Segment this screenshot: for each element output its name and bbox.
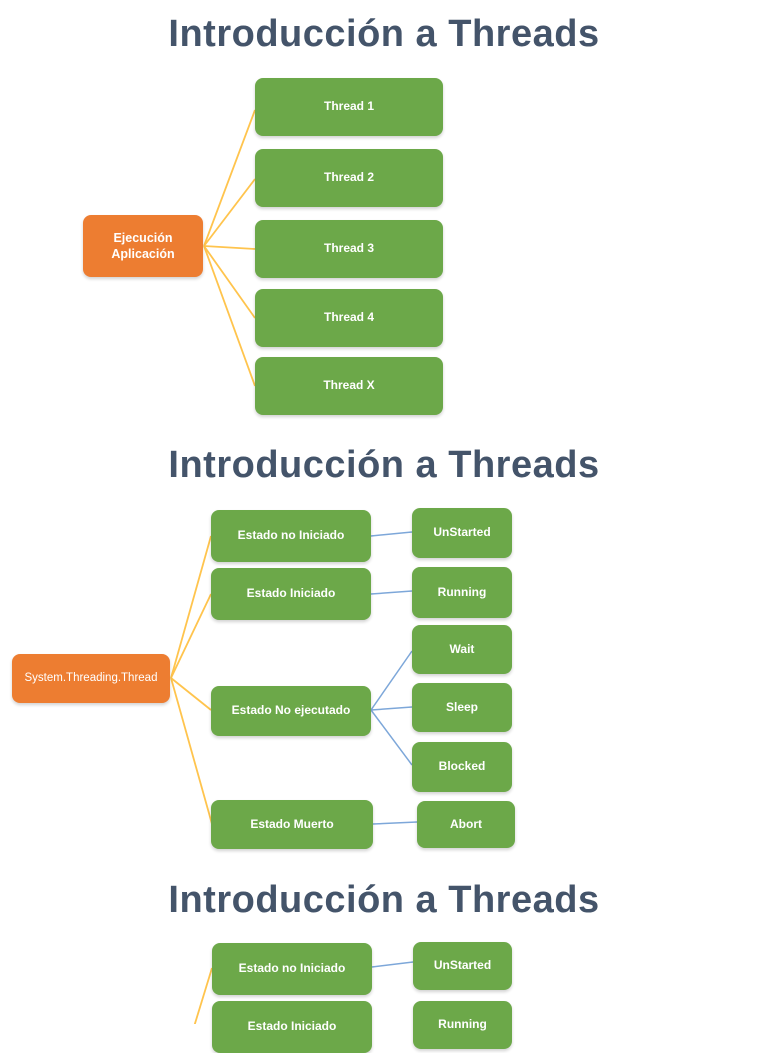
connector-line — [193, 967, 213, 1024]
state-node-label: Estado No ejecutado — [231, 703, 351, 718]
thread-node-label: Thread 2 — [323, 170, 374, 185]
substate-node-label: Sleep — [445, 699, 478, 714]
substate-node-label: UnStarted — [433, 525, 491, 540]
substate-node-label: UnStarted — [433, 958, 492, 973]
connector-line — [370, 531, 413, 537]
state-node-label: Estado no Iniciado — [238, 961, 346, 976]
connector-line — [370, 590, 413, 595]
state-node: Estado Iniciado — [212, 1001, 372, 1053]
state-node: Estado No ejecutado — [211, 686, 371, 736]
state-node-label: Estado Iniciado — [247, 1019, 337, 1034]
substate-node-label: Abort — [450, 816, 482, 831]
connector-line — [170, 677, 213, 825]
substate-node-label: Wait — [449, 641, 475, 656]
substate-node: Blocked — [412, 742, 512, 792]
substate-node: Abort — [417, 801, 515, 848]
connector-line — [170, 535, 212, 679]
substate-node: Sleep — [412, 683, 512, 732]
connector-line — [372, 821, 418, 825]
thread-node-label: Thread 3 — [323, 241, 374, 256]
connector-line — [203, 178, 256, 247]
connector-line — [203, 245, 256, 250]
connector-line — [203, 245, 256, 319]
connector-line — [371, 961, 414, 968]
connector-line — [203, 109, 256, 247]
thread-node: Thread X — [255, 357, 443, 415]
slide1-root-label: Ejecución Aplicación — [111, 230, 174, 263]
root-label-line1: Ejecución — [113, 230, 173, 245]
thread-node-label: Thread X — [323, 378, 375, 393]
substate-node-label: Running — [437, 584, 487, 599]
substate-node: Running — [412, 567, 512, 618]
substate-node: Wait — [412, 625, 512, 674]
state-node-label: Estado Iniciado — [246, 586, 336, 601]
substate-node: Running — [413, 1001, 512, 1049]
slide2-title: Introducción a Threads — [168, 444, 600, 486]
slide3-title: Introducción a Threads — [168, 879, 600, 921]
connector-line — [370, 706, 413, 711]
connector-line — [370, 709, 413, 766]
slide2-root-node: System.Threading.Thread — [12, 654, 170, 703]
thread-node: Thread 3 — [255, 220, 443, 278]
thread-node: Thread 1 — [255, 78, 443, 136]
thread-node: Thread 2 — [255, 149, 443, 207]
substate-node: UnStarted — [413, 942, 512, 990]
substate-node: UnStarted — [412, 508, 512, 558]
thread-node: Thread 4 — [255, 289, 443, 347]
connector-line — [170, 593, 212, 679]
state-node-label: Estado Muerto — [250, 816, 334, 831]
state-node: Estado Iniciado — [211, 568, 371, 620]
connector-line — [170, 677, 212, 711]
substate-node-label: Blocked — [438, 759, 486, 774]
root-label-line2: Aplicación — [111, 247, 175, 261]
connector-line — [203, 245, 256, 387]
document-page: Introducción a Threads Ejecución Aplicac… — [12, 13, 600, 1053]
slide1-root-node: Ejecución Aplicación — [83, 215, 203, 277]
slide1-title: Introducción a Threads — [168, 13, 600, 55]
substate-node-label: Running — [438, 1017, 487, 1032]
connector-line — [370, 650, 413, 711]
state-node: Estado no Iniciado — [211, 510, 371, 562]
state-node-label: Estado no Iniciado — [237, 528, 345, 543]
state-node: Estado Muerto — [211, 800, 373, 849]
state-node: Estado no Iniciado — [212, 943, 372, 995]
thread-node-label: Thread 1 — [323, 99, 374, 114]
slide2-root-label: System.Threading.Thread — [24, 672, 158, 685]
thread-node-label: Thread 4 — [323, 310, 374, 325]
